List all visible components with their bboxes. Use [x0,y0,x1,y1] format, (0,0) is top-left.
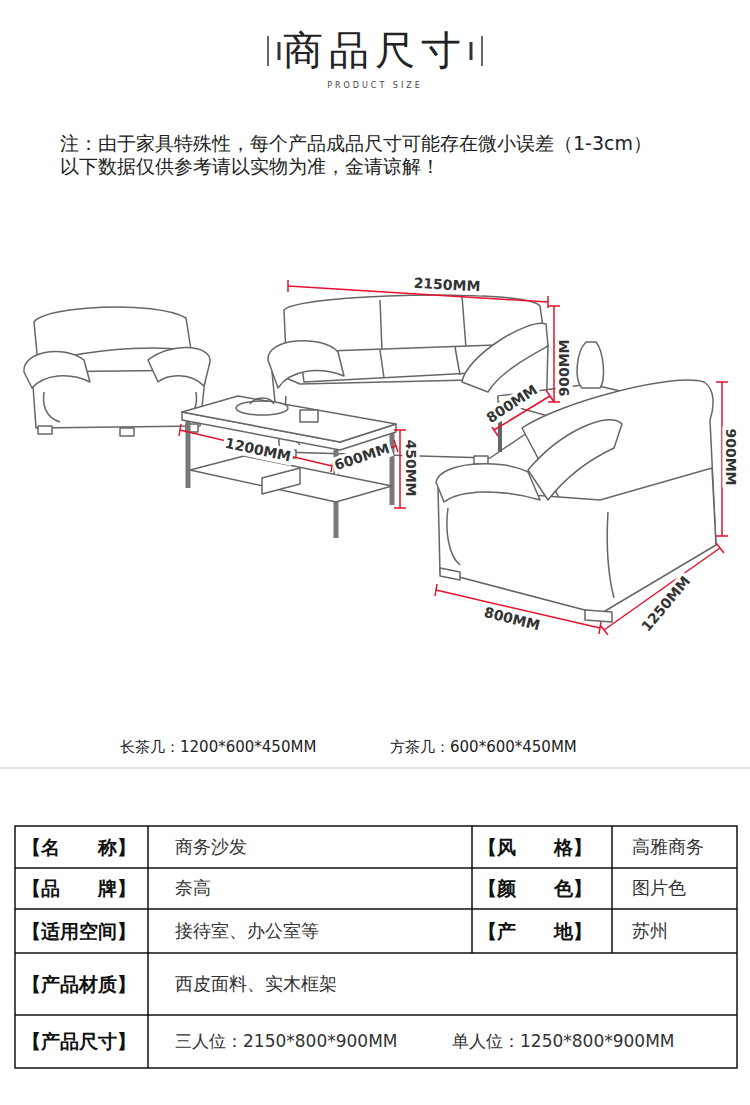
armchair-front [528,420,622,500]
coffee-table [250,398,274,404]
dimension-label: 450MM [403,437,420,498]
spec-table-grid [15,868,737,1015]
title: 商品尺寸 [283,26,467,74]
spec-table-grid [15,826,737,1068]
table-header-cell: 【产品材质】 [22,973,136,996]
armchair-front [447,508,460,565]
table-value-cell: 西皮面料、实木框架 [175,973,337,995]
table-value-cell: 接待室、办公室等 [175,920,319,942]
table-value-cell: 高雅商务 [632,836,704,858]
armchair-left [24,351,90,388]
table-header-cell: 【产品尺寸】 [22,1030,136,1053]
table-value-cell: 单人位：1250*800*900MM [452,1031,675,1051]
table-value-cell: 商务沙发 [175,836,247,858]
table-header-cell: 【风 格】 [478,836,592,859]
title-bars [278,42,281,60]
table-header-cell: 【产 地】 [478,920,592,943]
dimension-label: 2150MM [411,275,483,295]
title-bars [470,42,473,60]
armchair-front [440,568,460,580]
armchair-left [148,347,210,386]
separator-line [0,768,750,769]
table-value-cell: 图片色 [632,877,686,899]
armchair-left [120,428,134,436]
title-bars [481,36,483,66]
three-seat-sofa [474,456,488,464]
dimension-label: 900MM [556,337,573,398]
dimension-label: 900MM [723,426,740,487]
coffee-table [300,410,318,422]
caption-size: 方茶几：600*600*450MM [390,738,577,756]
note: 注：由于家具特殊性，每个产品成品尺寸可能存在微小误差（1-3cm） [60,132,652,155]
dimension-lines [179,424,333,472]
three-seat-sofa [380,347,460,378]
table-header-cell: 【名 称】 [22,836,136,859]
three-seat-sofa [462,323,548,392]
spec-table-grid [15,826,737,1068]
table-value-cell: 奈高 [175,877,211,899]
three-seat-sofa [268,341,344,388]
coffee-table [182,396,396,442]
coffee-table [262,468,300,494]
table-header-cell: 【颜 色】 [478,877,592,900]
armchair-left [38,426,52,434]
dimension-lines [179,280,728,635]
armchair-front [436,464,540,502]
dimension-lines [435,584,601,634]
coffee-table [236,401,288,415]
three-seat-sofa [380,296,466,352]
armchair-left [44,392,60,422]
title-bars [267,36,269,66]
subtitle: PRODUCT SIZE [327,81,423,91]
table-header-cell: 【适用空间】 [22,920,136,943]
armchair-front [607,512,614,598]
table-value-cell: 苏州 [632,920,668,942]
note: 以下数据仅供参考请以实物为准，金请谅解！ [60,155,440,178]
caption-size: 长茶几：1200*600*450MM [120,738,316,756]
armchair-left [32,370,206,428]
table-value-cell: 三人位：2150*800*900MM [175,1031,398,1051]
armchair-front [585,610,612,622]
separator-line [0,768,750,769]
coffee-table [182,396,396,538]
side-table [577,342,603,388]
table-header-cell: 【品 牌】 [22,877,136,900]
